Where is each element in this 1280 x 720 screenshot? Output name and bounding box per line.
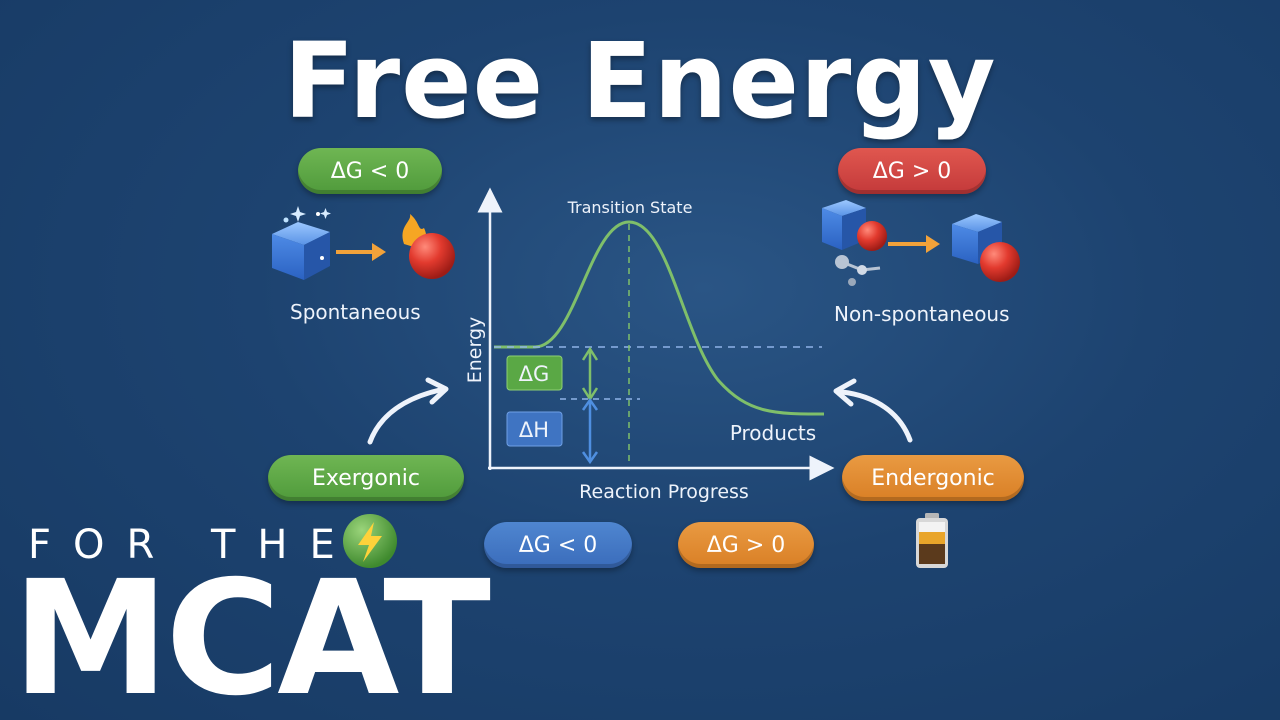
transition-state-label: Transition State — [567, 198, 693, 217]
delta-h-box — [506, 411, 563, 447]
molecule-cube-icon — [822, 200, 887, 286]
energy-curve — [494, 220, 825, 416]
exergonic-curved-arrow — [367, 387, 443, 445]
for-the-text: FOR THE — [28, 522, 357, 568]
exergonic-delta-g-badge: ΔG < 0 — [484, 522, 632, 568]
exergonic-pill: Exergonic — [268, 455, 464, 501]
battery-icon — [916, 513, 948, 568]
endergonic-delta-g-badge: ΔG > 0 — [678, 522, 814, 568]
products-label: Products — [730, 421, 816, 445]
spontaneous-label: Spontaneous — [290, 300, 421, 324]
spontaneous-badge: ΔG < 0 — [298, 148, 442, 194]
endergonic-curved-arrow — [839, 389, 913, 443]
nonspontaneous-label: Non-spontaneous — [834, 302, 1010, 326]
mcat-text: MCAT — [12, 547, 491, 720]
delta-g-label: ΔG — [519, 362, 550, 386]
main-title: Free Energy — [283, 20, 997, 142]
y-axis-label: Energy — [464, 317, 486, 384]
nonspontaneous-badge: ΔG > 0 — [838, 148, 986, 194]
delta-g-box — [506, 355, 563, 391]
fire-ball-icon — [402, 214, 455, 279]
x-axis-label: Reaction Progress — [579, 481, 749, 503]
product-cube-ball-icon — [952, 214, 1020, 282]
endergonic-pill: Endergonic — [842, 455, 1024, 501]
lightning-icon — [343, 514, 397, 568]
sparkly-cube-icon — [272, 206, 331, 280]
delta-h-label: ΔH — [519, 418, 549, 442]
